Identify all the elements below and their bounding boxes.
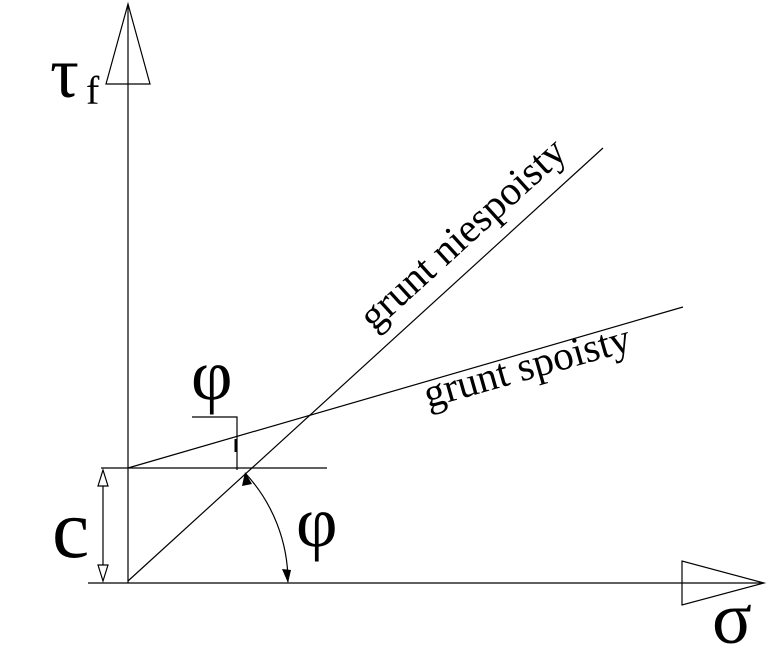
- friction-angle-label-upper: φ: [191, 335, 233, 415]
- arc-arrowhead-top-icon: [242, 472, 252, 486]
- envelope-line-cohesive: [127, 306, 684, 469]
- y-axis-label: τ: [50, 33, 79, 113]
- phi-upper-leader: [192, 416, 238, 470]
- y-axis-label-subscript: f: [86, 68, 100, 113]
- y-axis: [105, 1, 151, 583]
- x-axis-label: σ: [712, 578, 752, 648]
- x-axis: [88, 560, 767, 606]
- cohesion-dimension-arrowhead-top-icon: [97, 467, 109, 487]
- envelope-line-cohesionless: [127, 147, 604, 582]
- arc-arrowhead-bottom-icon: [282, 569, 291, 583]
- friction-angle-arc-path: [245, 473, 289, 583]
- phi-upper-leader-line: [192, 416, 238, 470]
- cohesion-dimension-arrowhead-bottom-icon: [97, 564, 109, 584]
- cohesion-dimension-arrow: [97, 467, 109, 584]
- envelope-label-cohesionless: grunt niespoisty: [349, 127, 575, 338]
- envelope-label-cohesive: grunt spoisty: [418, 314, 636, 416]
- friction-angle-arc: [242, 472, 291, 583]
- cohesion-label: c: [52, 483, 89, 576]
- friction-angle-label-lower: φ: [296, 482, 338, 562]
